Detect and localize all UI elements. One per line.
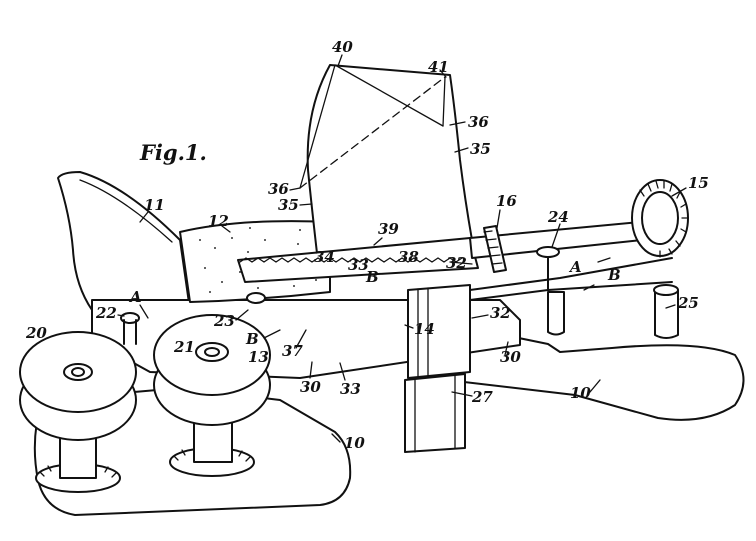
label-30: 30 — [300, 378, 321, 396]
spool-21 — [153, 314, 271, 477]
label-a-right: A — [568, 258, 582, 276]
label-33-lower: 33 — [340, 380, 361, 398]
label-12: 12 — [208, 212, 229, 230]
column-14 — [407, 284, 471, 379]
cog-16 — [483, 225, 507, 273]
label-13: 13 — [248, 348, 269, 366]
label-37: 37 — [282, 342, 303, 360]
label-25: 25 — [677, 294, 699, 312]
label-35-left: 35 — [278, 196, 299, 214]
label-a-left: A — [128, 288, 142, 306]
label-b-mid: B — [365, 268, 379, 286]
rod-b — [469, 281, 673, 301]
label-15: 15 — [688, 174, 709, 192]
base-plate-right — [429, 324, 745, 421]
label-27: 27 — [471, 388, 493, 406]
label-36-left: 36 — [268, 180, 289, 198]
pin-22 — [120, 312, 140, 324]
post-24 — [536, 246, 560, 258]
label-24: 24 — [547, 208, 569, 226]
label-34: 34 — [314, 248, 335, 266]
post-right — [547, 291, 565, 336]
label-41: 41 — [428, 58, 449, 76]
label-33: 33 — [348, 256, 369, 274]
label-b-right: B — [607, 266, 621, 284]
label-32-lower: 32 — [490, 304, 511, 322]
figure-title: Fig.1. — [139, 140, 207, 165]
spool-20 — [19, 331, 137, 493]
reference-labels: 40 41 36 35 36 35 11 12 16 15 24 39 34 3… — [25, 38, 709, 452]
label-20: 20 — [25, 324, 47, 342]
label-22: 22 — [95, 304, 117, 322]
label-32: 32 — [446, 254, 467, 272]
column-27 — [404, 373, 466, 453]
label-10-left: 10 — [344, 434, 365, 452]
label-10-right: 10 — [570, 384, 591, 402]
label-40: 40 — [332, 38, 353, 56]
frame-11 — [57, 171, 191, 311]
leader-lines — [117, 54, 687, 443]
rod-a — [469, 257, 673, 291]
label-36: 36 — [468, 113, 489, 131]
label-35: 35 — [470, 140, 491, 158]
pin-23 — [246, 292, 266, 304]
label-38: 38 — [398, 248, 419, 266]
label-21: 21 — [173, 338, 195, 356]
label-16: 16 — [496, 192, 517, 210]
label-14: 14 — [414, 320, 435, 338]
label-11: 11 — [144, 196, 165, 214]
label-39: 39 — [378, 220, 399, 238]
label-30-right: 30 — [500, 348, 521, 366]
post-25 — [654, 289, 679, 339]
label-b-left: B — [245, 330, 259, 348]
label-23: 23 — [213, 312, 235, 330]
